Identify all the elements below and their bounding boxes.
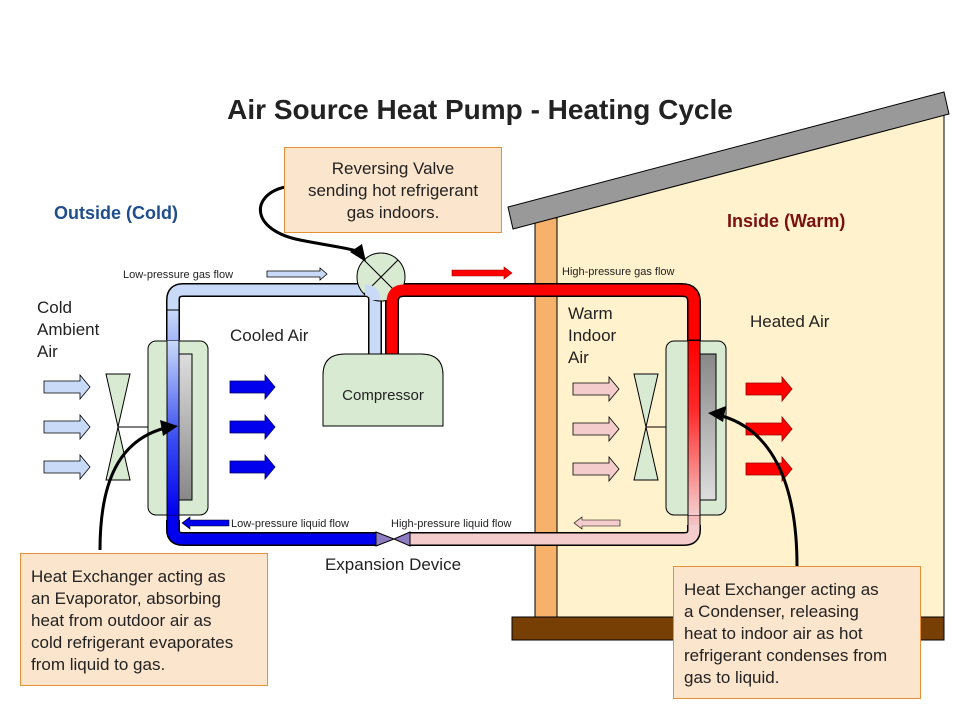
high-pressure-liquid-arrow-icon [573, 516, 621, 530]
warm-indoor-air-line: Warm [568, 304, 613, 323]
cold-air-in-arrow-icon [43, 453, 91, 481]
valve-low-gas-bend [364, 284, 381, 301]
reversing-valve-arrowhead-icon [350, 244, 366, 262]
high-pressure-liquid-pipe-fill [410, 525, 700, 545]
low-pressure-gas-label: Low-pressure gas flow [123, 269, 233, 281]
outdoor-fan-icon [105, 373, 148, 481]
condenser-coil [699, 353, 717, 501]
cold-ambient-air-line: Air [37, 342, 58, 361]
air-arrows [43, 373, 793, 483]
compressor-label: Compressor [342, 387, 424, 404]
warm-indoor-air-line: Air [568, 348, 589, 367]
warm-air-in-arrow-icon [572, 455, 620, 483]
compressor[interactable]: Compressor [322, 353, 444, 427]
evaporator-arrowhead-icon [160, 420, 178, 436]
warm-air-in-arrow-icon [572, 375, 620, 403]
heated-air-out-arrow-icon [745, 375, 793, 403]
warm-air-in-arrow-icon [572, 415, 620, 443]
reversing-valve-connector [259, 185, 361, 254]
cooled-air-out-arrow-icon [229, 413, 276, 441]
cold-air-in-arrow-icon [43, 413, 91, 441]
expansion-device[interactable] [375, 531, 411, 547]
inside-zone-label: Inside (Warm) [727, 211, 845, 231]
indoor-fan-icon [633, 373, 666, 481]
condenser-connector [721, 414, 799, 567]
cooled-air-out-arrow-icon [229, 453, 276, 481]
low-pressure-liquid-arrow-icon [181, 516, 230, 530]
low-pressure-liquid-pipe-fill [167, 520, 378, 545]
reversing-valve-callout: Reversing Valve sending hot refrigerant … [284, 147, 502, 233]
warm-indoor-air-label: Warm Indoor Air [568, 304, 621, 367]
cooled-air-label: Cooled Air [230, 326, 309, 345]
expansion-device-label: Expansion Device [325, 555, 461, 574]
valve-high-gas-bend [386, 284, 405, 303]
cooled-air-out-arrow-icon [229, 373, 276, 401]
condenser-arrowhead-icon [708, 406, 726, 422]
high-pressure-gas-label: High-pressure gas flow [562, 266, 675, 278]
high-pressure-liquid-label: High-pressure liquid flow [391, 518, 511, 530]
house-post [534, 217, 558, 621]
outside-zone-label: Outside (Cold) [54, 203, 178, 223]
heated-air-label: Heated Air [750, 312, 830, 331]
condenser-callout: Heat Exchanger acting as a Condenser, re… [673, 566, 921, 699]
evaporator-callout: Heat Exchanger acting as an Evaporator, … [20, 553, 268, 686]
evaporator-connector [98, 426, 166, 551]
cold-ambient-air-line: Ambient [37, 320, 100, 339]
house-roof [507, 91, 950, 230]
high-pressure-gas-arrow-icon [451, 266, 513, 280]
cold-ambient-air-label: Cold Ambient Air [37, 298, 104, 361]
cold-air-in-arrow-icon [43, 373, 91, 401]
low-pressure-liquid-label: Low-pressure liquid flow [231, 518, 349, 530]
warm-indoor-air-line: Indoor [568, 326, 617, 345]
low-pressure-gas-arrow-icon [266, 267, 328, 281]
cold-ambient-air-line: Cold [37, 298, 72, 317]
page-title: Air Source Heat Pump - Heating Cycle [227, 94, 733, 125]
condenser-pipe-front [688, 341, 700, 515]
heated-air-out-arrow-icon [745, 455, 793, 483]
callout-connectors [98, 185, 799, 567]
flow-arrows [181, 266, 621, 530]
